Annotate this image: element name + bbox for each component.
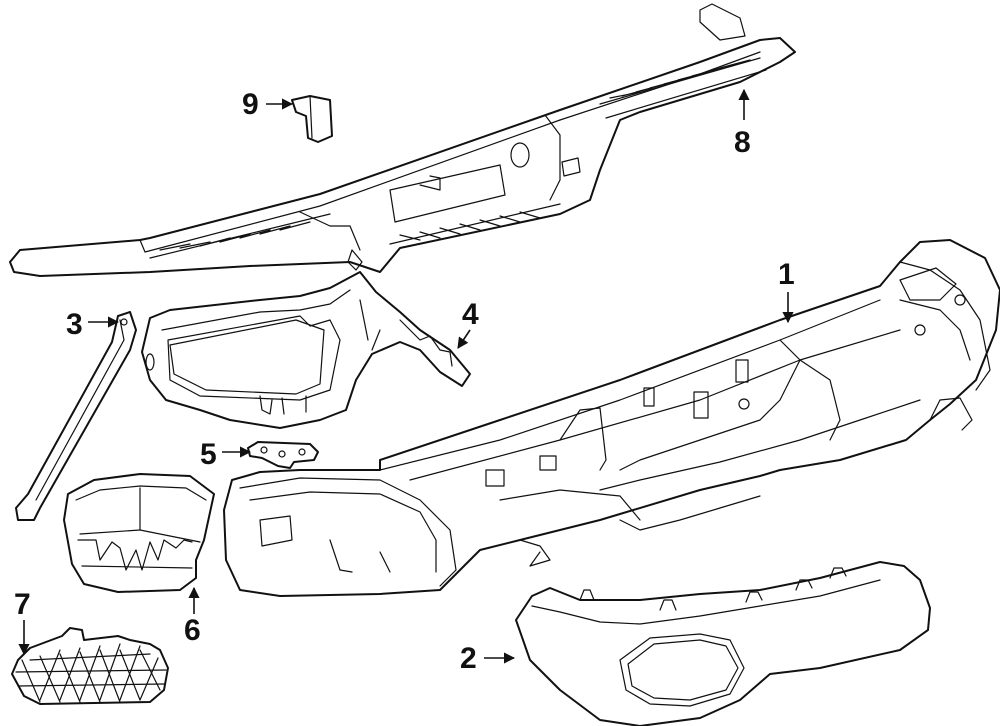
svg-text:6: 6 (184, 614, 201, 647)
callout-9: 9 (242, 88, 294, 121)
part-6-housing (63, 473, 215, 593)
callout-5: 5 (200, 438, 252, 471)
part-8-step-pad (9, 3, 796, 277)
svg-text:8: 8 (734, 126, 751, 159)
svg-text:5: 5 (200, 438, 217, 471)
callout-4: 4 (457, 298, 479, 349)
svg-text:4: 4 (462, 298, 479, 331)
svg-text:3: 3 (66, 308, 83, 341)
callout-3: 3 (66, 308, 120, 341)
svg-text:1: 1 (778, 258, 795, 291)
part-1-bumper (223, 239, 1000, 597)
callout-2: 2 (460, 642, 516, 675)
callout-8: 8 (734, 88, 751, 159)
callout-7: 7 (14, 588, 31, 656)
svg-text:7: 7 (14, 588, 31, 621)
svg-text:2: 2 (460, 642, 477, 675)
part-9-clip (291, 95, 333, 143)
part-2-fascia (515, 561, 931, 726)
svg-text:9: 9 (242, 88, 259, 121)
part-3-brace (15, 311, 137, 521)
part-4-bracket (141, 271, 471, 429)
callout-6: 6 (184, 586, 201, 647)
part-5-small-bracket (247, 441, 319, 469)
part-7-grille (11, 627, 169, 705)
callout-1: 1 (778, 258, 795, 324)
